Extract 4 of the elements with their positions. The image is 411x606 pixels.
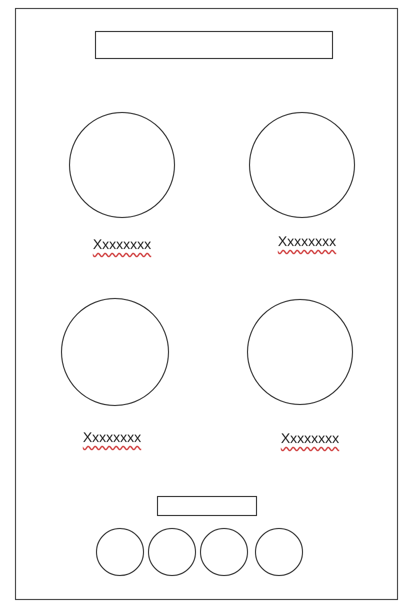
circle-caption: Xxxxxxxx xyxy=(82,429,142,445)
circle-caption: Xxxxxxxx xyxy=(92,236,152,252)
circle-caption: Xxxxxxxx xyxy=(280,430,340,446)
circle-caption: Xxxxxxxx xyxy=(278,233,336,249)
